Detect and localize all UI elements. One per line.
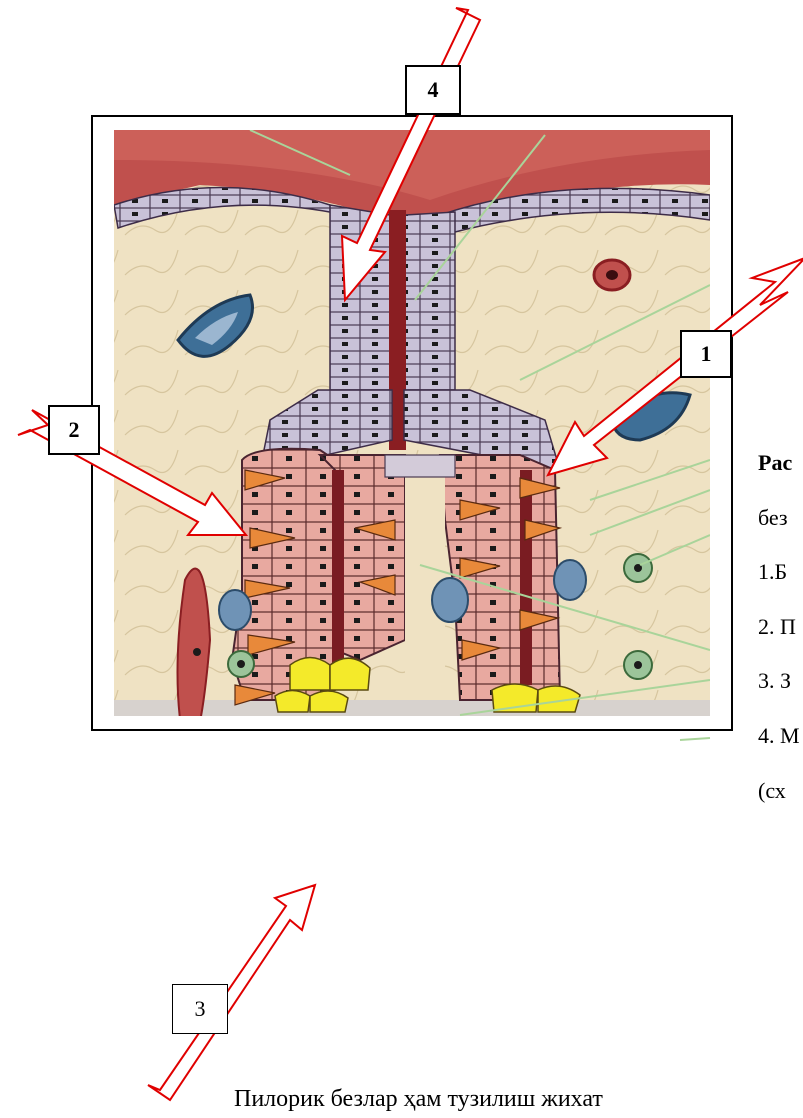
leader-lines: [680, 738, 710, 740]
label-1-box: 1: [680, 330, 732, 378]
label-3-box: 3: [172, 984, 228, 1034]
caption-line: без: [758, 507, 788, 529]
label-2-box: 2: [48, 405, 100, 455]
caption-item-2: 2. П: [758, 616, 796, 638]
body-paragraph: Пилорик безлар ҳам тузилиш жихат: [234, 1086, 603, 1113]
caption-item-3: 3. З: [758, 670, 791, 692]
caption-item-1: 1.Б: [758, 561, 787, 583]
label-4-box: 4: [405, 65, 461, 115]
caption-title: Рас: [758, 452, 792, 474]
caption-last-line: (сх: [758, 780, 786, 802]
caption-item-4: 4. М: [758, 725, 800, 747]
